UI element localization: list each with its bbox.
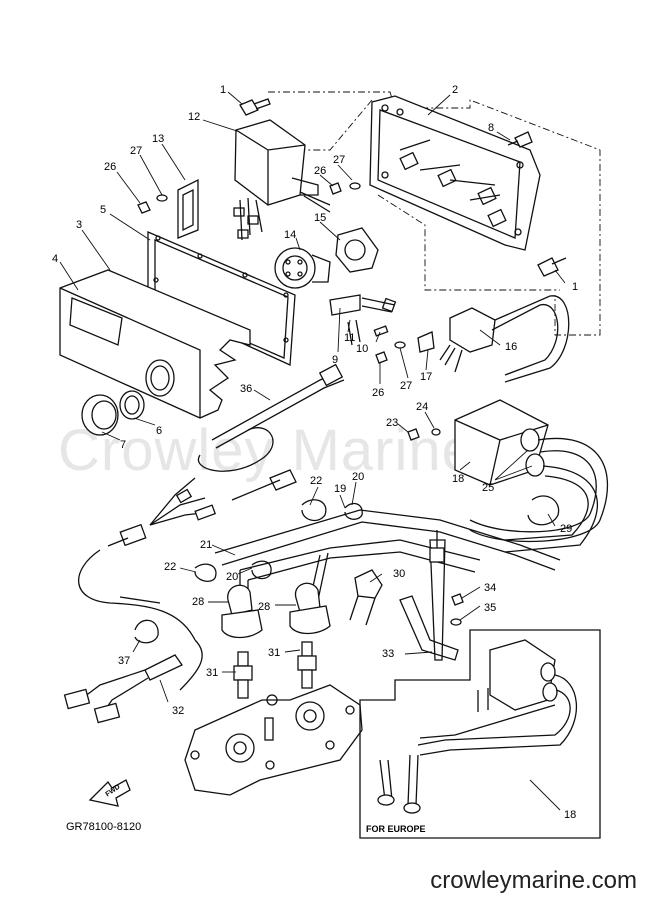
callout-28: 28 xyxy=(192,596,204,608)
plug-cap-28-left xyxy=(221,584,263,639)
bolt-1-top xyxy=(239,98,271,116)
connector-15 xyxy=(335,227,379,273)
callout-27: 27 xyxy=(333,154,345,166)
site-url[interactable]: crowleymarine.com xyxy=(430,867,637,894)
spark-plug-31-right xyxy=(297,641,317,689)
callout-28: 28 xyxy=(258,601,270,613)
fwd-arrow: FWD xyxy=(88,779,131,807)
clamp-17 xyxy=(417,331,435,353)
cylinder-head xyxy=(184,684,363,796)
callout-16: 16 xyxy=(505,341,517,353)
callout-12: 12 xyxy=(188,111,200,123)
high-tension-leads xyxy=(214,509,561,610)
bracket-13 xyxy=(177,178,199,239)
callout-26: 26 xyxy=(314,165,326,177)
callout-15: 15 xyxy=(314,212,326,224)
callout-17: 17 xyxy=(420,371,432,383)
bolt-8 xyxy=(507,131,533,148)
callout-5: 5 xyxy=(100,204,106,216)
clamp-22-upper xyxy=(301,499,327,522)
spark-plug-31-left xyxy=(233,651,253,699)
callout-30: 30 xyxy=(393,568,405,580)
washer-27-lower xyxy=(394,341,406,349)
washer-35 xyxy=(450,618,462,626)
callout-27: 27 xyxy=(400,380,412,392)
callout-3: 3 xyxy=(76,219,82,231)
electrical-box xyxy=(59,269,251,419)
callout-10: 10 xyxy=(356,343,368,355)
bolt-26-left xyxy=(137,201,151,214)
clamp-22-lower xyxy=(194,563,217,582)
plug-cap-28-right xyxy=(289,582,331,635)
connector-32 xyxy=(63,654,183,724)
callout-27: 27 xyxy=(130,145,142,157)
europe-inset xyxy=(359,629,601,839)
bolt-26-lower xyxy=(375,351,388,364)
callout-34: 34 xyxy=(484,582,496,594)
callout-21: 21 xyxy=(200,539,212,551)
callout-labels: 1 2 8 12 13 27 26 27 26 3 5 15 14 1 4 11… xyxy=(52,84,578,821)
diagram-code: GR78100-8120 xyxy=(66,821,141,833)
callout-1: 1 xyxy=(220,84,226,96)
bolt-34 xyxy=(451,593,464,606)
clamp-37 xyxy=(134,619,159,644)
leader-lines xyxy=(59,91,566,811)
callout-4: 4 xyxy=(52,253,58,265)
cdi-unit xyxy=(233,119,331,241)
washer-24 xyxy=(431,428,441,436)
callout-26: 26 xyxy=(104,161,116,173)
connector-14 xyxy=(274,247,331,289)
gasket-5 xyxy=(147,231,296,366)
callout-36: 36 xyxy=(240,383,252,395)
callout-19: 19 xyxy=(334,483,346,495)
bolt-1-right xyxy=(537,257,567,277)
callout-22: 22 xyxy=(310,475,322,487)
callout-18: 18 xyxy=(452,473,464,485)
callout-6: 6 xyxy=(156,425,162,437)
callout-22: 22 xyxy=(164,561,176,573)
region-label: FOR EUROPE xyxy=(366,824,426,834)
clamp-29 xyxy=(527,495,560,526)
callout-18: 18 xyxy=(564,809,576,821)
callout-35: 35 xyxy=(484,602,496,614)
mounting-bracket xyxy=(268,91,601,336)
callout-31: 31 xyxy=(268,647,280,659)
ignition-coil xyxy=(454,399,609,553)
seal-6 xyxy=(119,390,145,420)
stay-33 xyxy=(399,530,459,661)
callout-2: 2 xyxy=(452,84,458,96)
callout-32: 32 xyxy=(172,705,184,717)
callout-37: 37 xyxy=(118,655,130,667)
callout-26: 26 xyxy=(372,387,384,399)
callout-7: 7 xyxy=(120,439,126,451)
bracket-30 xyxy=(349,569,383,626)
callout-8: 8 xyxy=(488,122,494,134)
washer-27-center xyxy=(349,182,361,190)
callout-24: 24 xyxy=(416,401,428,413)
bolt-23 xyxy=(407,428,420,441)
callout-33: 33 xyxy=(382,648,394,660)
callout-9: 9 xyxy=(332,354,338,366)
callout-13: 13 xyxy=(152,133,164,145)
wire-harness-lower xyxy=(77,469,297,691)
clamp-20-lower xyxy=(251,560,272,580)
callout-25: 25 xyxy=(482,482,494,494)
cap-7 xyxy=(81,394,119,436)
rectifier-16 xyxy=(439,295,570,383)
callout-11: 11 xyxy=(344,332,355,344)
callout-29: 29 xyxy=(560,523,572,535)
callout-31: 31 xyxy=(206,667,218,679)
callout-20: 20 xyxy=(352,471,364,483)
callout-20: 20 xyxy=(226,571,238,583)
callout-14: 14 xyxy=(284,229,296,241)
washer-27-left xyxy=(156,194,168,202)
callout-23: 23 xyxy=(386,417,398,429)
fuse-holder xyxy=(329,294,397,346)
harness-36 xyxy=(197,363,345,472)
callout-1: 1 xyxy=(572,281,578,293)
